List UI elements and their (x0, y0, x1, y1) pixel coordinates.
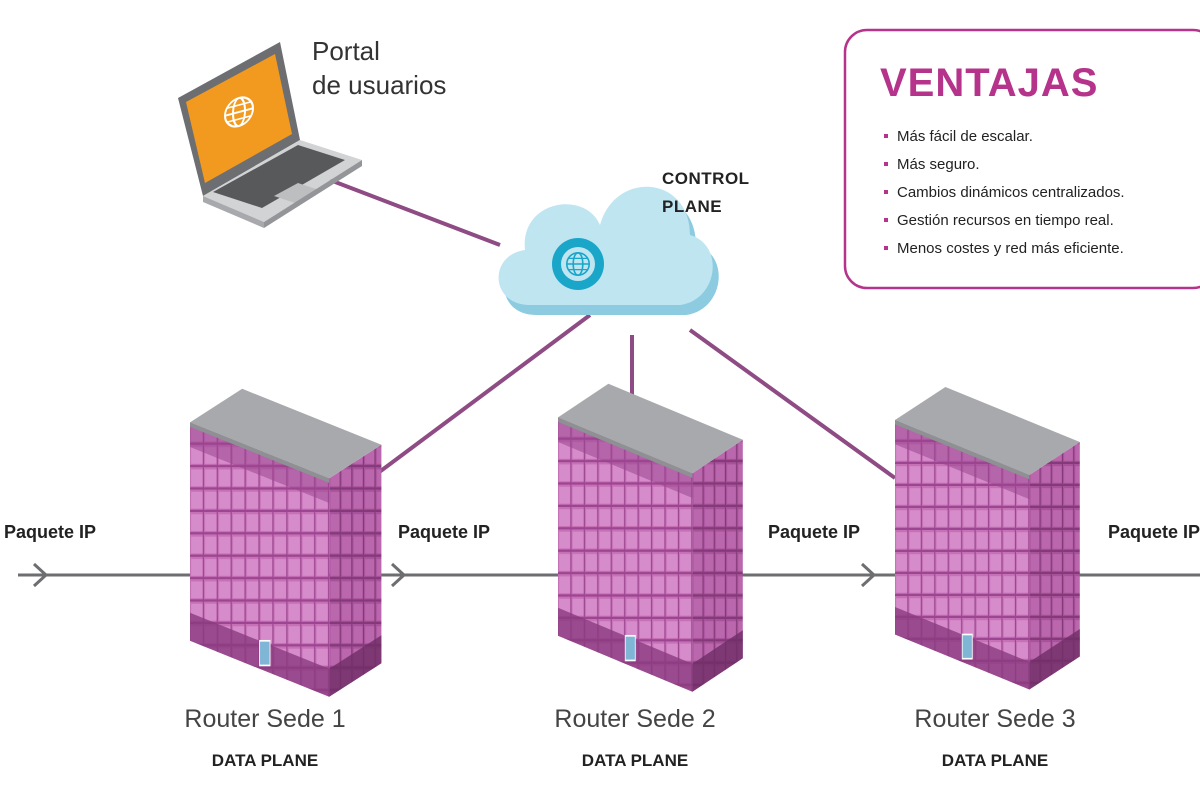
laptop-icon (178, 42, 362, 228)
arrow-icon (860, 562, 877, 588)
packet-label: Paquete IP (4, 522, 96, 542)
ventajas-item: Cambios dinámicos centralizados. (897, 184, 1125, 201)
ventajas-item: Gestión recursos en tiempo real. (897, 212, 1114, 229)
ventajas-item: Más fácil de escalar. (897, 128, 1033, 145)
control-plane-label-line1: CONTROL (662, 169, 750, 188)
packet-label: Paquete IP (768, 522, 860, 542)
bullet-icon (884, 218, 888, 222)
data-plane-label-2: DATA PLANE (582, 751, 688, 770)
arrow-icon (32, 562, 49, 588)
router-name-3: Router Sede 3 (914, 705, 1075, 733)
data-plane-label-1: DATA PLANE (212, 751, 318, 770)
bullet-icon (884, 134, 888, 138)
bullet-icon (884, 246, 888, 250)
packet-label: Paquete IP (398, 522, 490, 542)
ventajas-item: Menos costes y red más eficiente. (897, 240, 1124, 257)
ventajas-title: VENTAJAS (880, 61, 1098, 105)
router-building-2 (557, 382, 744, 693)
link-portal-cloud (329, 178, 501, 247)
data-plane-label-3: DATA PLANE (942, 751, 1048, 770)
router-building-3 (894, 386, 1081, 691)
ventajas-item: Más seguro. (897, 156, 980, 173)
control-plane-label-line2: PLANE (662, 197, 722, 216)
portal-label-line1: Portal (312, 36, 380, 66)
cloud-icon (498, 186, 719, 315)
ventajas-list: Más fácil de escalar. Más seguro. Cambio… (884, 128, 1125, 257)
router-name-1: Router Sede 1 (184, 705, 345, 733)
link-cloud-router3 (688, 328, 897, 480)
portal-label-line2: de usuarios (312, 70, 446, 100)
router-name-2: Router Sede 2 (554, 705, 715, 733)
arrow-icon (390, 562, 407, 588)
bullet-icon (884, 190, 888, 194)
packet-label: Paquete IP (1108, 522, 1200, 542)
bullet-icon (884, 162, 888, 166)
router-building-1 (189, 387, 383, 698)
ventajas-panel: VENTAJAS Más fácil de escalar. Más segur… (843, 28, 1200, 290)
